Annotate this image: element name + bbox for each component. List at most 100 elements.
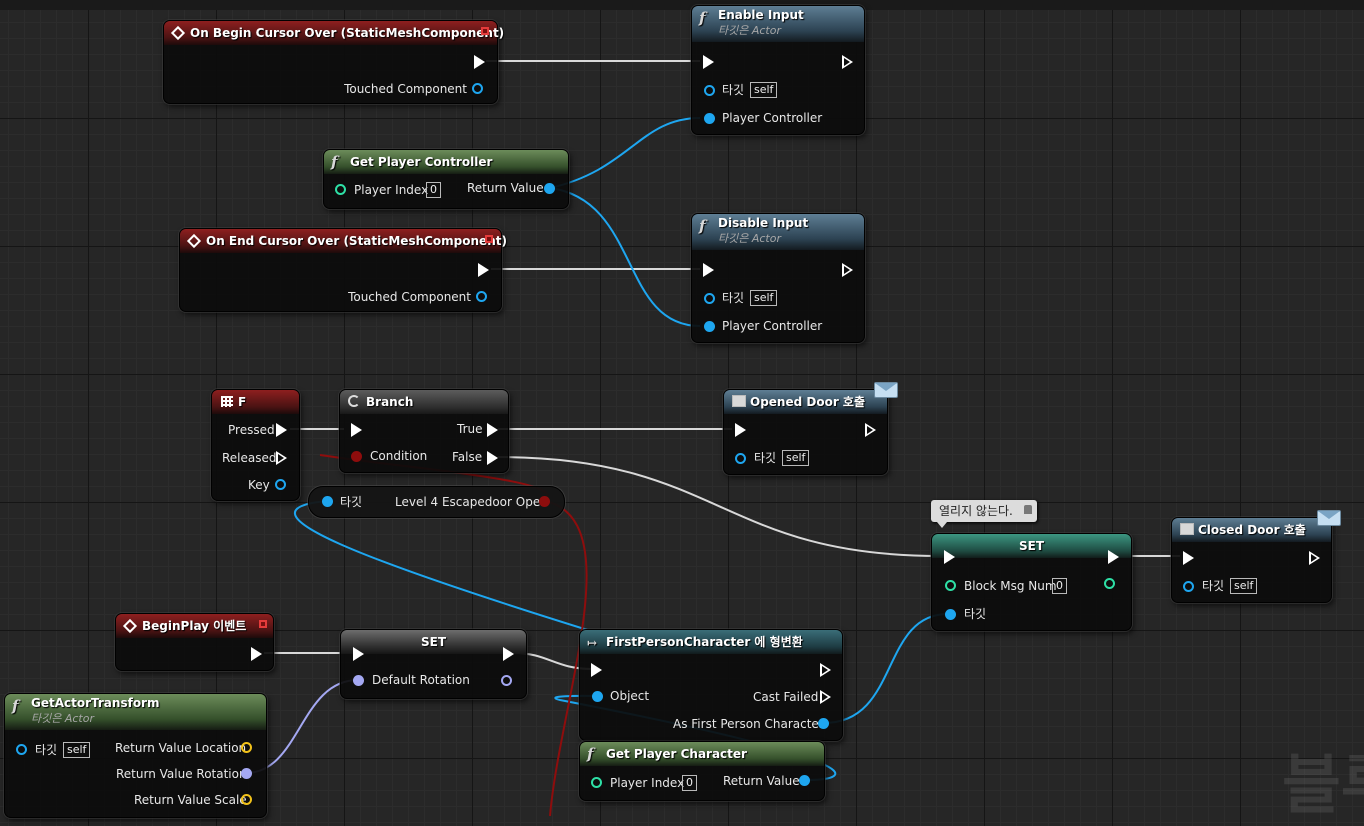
delegate-pin-icon[interactable] — [481, 27, 489, 35]
exec-in-pin[interactable] — [944, 550, 955, 564]
player-index-pin[interactable] — [335, 184, 346, 195]
exec-in-pin[interactable] — [351, 423, 362, 437]
exec-out-pin[interactable] — [478, 263, 489, 277]
exec-out-pin[interactable] — [474, 55, 485, 69]
touched-component-pin[interactable] — [472, 83, 483, 94]
delegate-pin-icon[interactable] — [485, 235, 493, 243]
node-title: FirstPersonCharacter 에 형변환 — [606, 635, 803, 649]
player-index-value[interactable]: 0 — [426, 182, 441, 198]
comment-bubble[interactable]: 열리지 않는다. — [931, 500, 1037, 528]
exec-out-pin[interactable] — [1309, 551, 1320, 565]
target-pin[interactable] — [704, 85, 715, 96]
player-controller-label: Player Controller — [722, 111, 823, 125]
opened-door-call-node[interactable]: Opened Door 호출 타깃 self — [723, 382, 898, 475]
exec-out-pin[interactable] — [842, 55, 853, 69]
target-label: 타깃 — [35, 743, 58, 757]
default-rotation-pin[interactable] — [353, 675, 364, 686]
return-scale-pin[interactable] — [241, 794, 252, 805]
target-label: 타깃 — [340, 495, 363, 509]
target-pin[interactable] — [1183, 581, 1194, 592]
node-header: On Begin Cursor Over (StaticMeshComponen… — [164, 21, 504, 45]
exec-in-pin[interactable] — [703, 263, 714, 277]
as-fpc-pin[interactable] — [818, 718, 829, 729]
exec-in-pin[interactable] — [703, 55, 714, 69]
node-title: On Begin Cursor Over (StaticMeshComponen… — [190, 26, 505, 40]
delegate-pin-icon[interactable] — [259, 620, 267, 628]
block-msg-num-pin[interactable] — [945, 580, 956, 591]
block-msg-num-out-pin[interactable] — [1104, 578, 1115, 589]
variable-name-label: Level 4 Escapedoor Open — [395, 495, 548, 509]
player-index-value[interactable]: 0 — [682, 775, 697, 791]
self-box[interactable]: self — [750, 82, 778, 98]
pressed-exec-pin[interactable] — [276, 423, 287, 437]
wire-bool — [544, 500, 588, 816]
player-controller-pin[interactable] — [704, 113, 715, 124]
exec-in-pin[interactable] — [353, 647, 364, 661]
default-rotation-out-pin[interactable] — [501, 675, 512, 686]
function-icon: f — [699, 9, 706, 27]
exec-out-pin[interactable] — [842, 263, 853, 277]
condition-label: Condition — [370, 449, 428, 463]
begin-cursor-over-node[interactable]: On Begin Cursor Over (StaticMeshComponen… — [163, 20, 504, 104]
released-exec-pin[interactable] — [276, 451, 287, 465]
self-box[interactable]: self — [782, 450, 810, 466]
object-pin[interactable] — [592, 691, 603, 702]
key-pin[interactable] — [275, 479, 286, 490]
return-location-pin[interactable] — [241, 742, 252, 753]
value-pin[interactable] — [539, 496, 550, 507]
return-value-pin[interactable] — [799, 775, 810, 786]
target-pin[interactable] — [16, 744, 27, 755]
wire-object — [549, 117, 701, 189]
pin-comment-icon[interactable] — [1023, 505, 1032, 514]
node-title: SET — [420, 635, 447, 649]
target-pin[interactable] — [704, 293, 715, 304]
begin-play-event-node[interactable]: BeginPlay 이벤트 — [115, 613, 274, 671]
condition-pin[interactable] — [351, 451, 362, 462]
branch-node[interactable]: Branch True Condition False — [339, 389, 509, 473]
true-label: True — [457, 422, 483, 436]
closed-door-call-node[interactable]: Closed Door 호출 타깃 self — [1171, 510, 1341, 603]
target-pin[interactable] — [735, 453, 746, 464]
node-subtitle: 타깃은 Actor — [718, 232, 781, 245]
end-cursor-over-node[interactable]: On End Cursor Over (StaticMeshComponent)… — [179, 228, 507, 312]
object-label: Object — [610, 689, 650, 703]
level4-escapedoor-open-variable-node[interactable]: 타깃 Level 4 Escapedoor Open — [308, 486, 565, 518]
player-controller-pin[interactable] — [704, 321, 715, 332]
self-box[interactable]: self — [1230, 578, 1258, 594]
exec-out-pin[interactable] — [1108, 550, 1119, 564]
exec-in-pin[interactable] — [591, 663, 602, 677]
touched-component-pin[interactable] — [476, 291, 487, 302]
node-title: GetActorTransform — [31, 696, 160, 710]
exec-out-pin[interactable] — [503, 647, 514, 661]
true-exec-pin[interactable] — [487, 423, 498, 437]
set-block-msg-num-node[interactable]: SET Block Msg Num 0 타깃 — [931, 533, 1132, 631]
exec-in-pin[interactable] — [735, 423, 746, 437]
default-rotation-label: Default Rotation — [372, 673, 470, 687]
key-f-event-node[interactable]: F Pressed Released Key — [211, 389, 300, 501]
exec-out-pin[interactable] — [251, 647, 262, 661]
node-title: On End Cursor Over (StaticMeshComponent) — [206, 234, 507, 248]
return-value-pin[interactable] — [544, 183, 555, 194]
target-pin[interactable] — [945, 609, 956, 620]
return-rotation-pin[interactable] — [241, 768, 252, 779]
target-pin[interactable] — [322, 496, 333, 507]
return-rotation-label: Return Value Rotation — [116, 767, 247, 781]
block-msg-num-value[interactable]: 0 — [1052, 578, 1067, 594]
self-box[interactable]: self — [750, 290, 778, 306]
cast-failed-exec-pin[interactable] — [820, 690, 831, 704]
cast-to-firstpersoncharacter-node[interactable]: ↦FirstPersonCharacter 에 형변환 Object Cast … — [579, 629, 843, 741]
exec-out-pin[interactable] — [865, 423, 876, 437]
player-index-pin[interactable] — [591, 777, 602, 788]
self-box[interactable]: self — [63, 742, 91, 758]
false-exec-pin[interactable] — [487, 451, 498, 465]
exec-out-pin[interactable] — [820, 663, 831, 677]
node-title: F — [238, 395, 247, 409]
set-default-rotation-node[interactable]: SET Default Rotation — [340, 629, 527, 699]
exec-in-pin[interactable] — [1183, 551, 1194, 565]
